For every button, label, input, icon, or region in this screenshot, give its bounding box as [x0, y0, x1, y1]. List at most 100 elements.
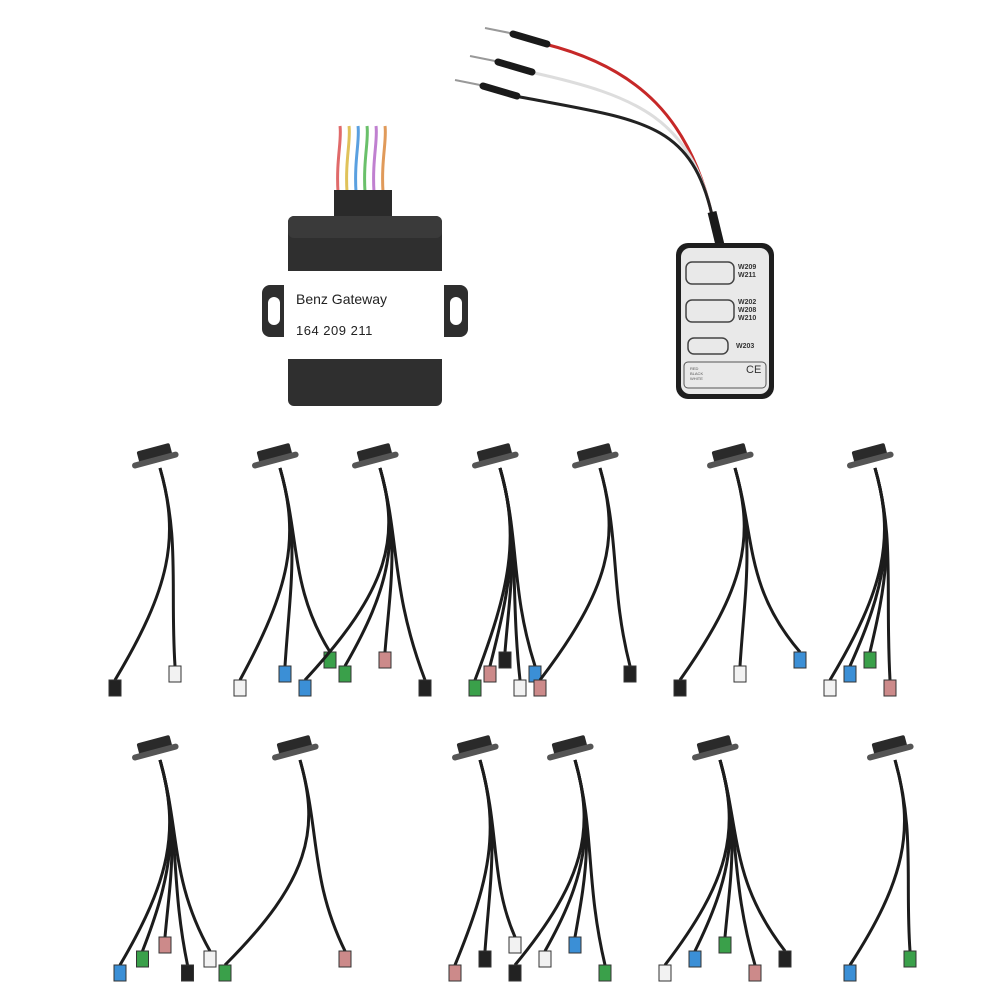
cable-connector	[181, 964, 194, 982]
probe-handle	[479, 82, 521, 100]
cable-connector	[538, 950, 552, 968]
cable-connector	[338, 665, 352, 683]
obd-plug-flange	[132, 451, 179, 469]
gateway-wire	[345, 125, 351, 193]
cable-wire	[718, 759, 787, 952]
obd-plug-flange	[572, 451, 619, 469]
cable-connector	[748, 964, 762, 982]
adapter-model-label: W203	[736, 343, 754, 351]
obd-plug	[696, 735, 733, 757]
cable-connector	[478, 950, 492, 968]
cable-connector	[168, 665, 182, 683]
cable-wire	[538, 467, 611, 681]
obd-plug	[711, 443, 748, 465]
probe-wire	[544, 42, 714, 216]
gateway-name: Benz Gateway	[296, 291, 388, 307]
adapter-probe-wires	[454, 27, 725, 247]
probe-wire	[514, 94, 714, 216]
obd-plug-flange	[867, 743, 914, 761]
cable-wire	[478, 759, 517, 938]
cable-connector	[136, 950, 149, 968]
cable-connector	[338, 950, 352, 968]
cable-connector	[883, 679, 897, 697]
ce-mark: CE	[746, 364, 762, 376]
obd-cable	[533, 443, 637, 697]
obd-plug-flange	[272, 743, 319, 761]
gateway-part-number: 164 209 211	[296, 323, 373, 338]
obd-cable	[658, 735, 792, 982]
obd-cable	[113, 735, 217, 982]
cable-wire	[303, 467, 391, 682]
cable-connector	[658, 964, 672, 982]
model-w211: W211	[738, 272, 756, 279]
cable-wire	[663, 759, 731, 966]
cable-wire	[158, 759, 212, 952]
cable-wire	[573, 759, 607, 966]
cable-wire	[298, 759, 347, 952]
cable-wire	[378, 467, 427, 681]
gateway-wire	[363, 125, 369, 193]
obd-plug-flange	[547, 743, 594, 761]
obd-plug	[851, 443, 888, 465]
gateway-wire	[354, 125, 360, 193]
cable-connector	[623, 665, 637, 683]
cable-connector	[483, 665, 497, 683]
cable-wire	[343, 467, 392, 667]
obd-plug	[136, 735, 173, 757]
cable-connector	[568, 936, 582, 954]
cable-connector	[498, 651, 512, 669]
adapter-model-label: W209 W211	[738, 264, 756, 280]
cable-connector	[418, 679, 432, 697]
cable-connector	[113, 964, 127, 982]
cable-connector	[298, 679, 312, 697]
cable-connector	[718, 936, 732, 954]
model-w202: W202	[738, 299, 757, 306]
obd-plug	[456, 735, 493, 757]
legend-black: BLACK	[690, 371, 704, 376]
cable-wire	[598, 467, 632, 667]
cable-wire	[513, 759, 586, 966]
cable-connector	[688, 950, 702, 968]
cable-connector	[513, 679, 527, 697]
cable-connector	[863, 651, 877, 669]
cable-connector	[508, 936, 522, 954]
adapter-model-label: W202 W208 W210	[738, 299, 756, 323]
obd-plug	[476, 443, 513, 465]
cable-connector	[378, 651, 392, 669]
obd-plug-flange	[847, 451, 894, 469]
obd-cable	[508, 735, 612, 982]
cable-wire	[893, 759, 912, 952]
obd-cable	[298, 443, 432, 697]
obd-cable	[108, 443, 182, 697]
gateway-label: Benz Gateway 164 209 211	[284, 271, 444, 359]
cable-connector	[903, 950, 917, 968]
obd-plug-flange	[692, 743, 739, 761]
obd-plug-flange	[452, 743, 499, 761]
obd-cable	[468, 443, 542, 697]
probe-handle	[509, 30, 551, 48]
obd-plug	[551, 735, 588, 757]
cable-connector	[233, 679, 247, 697]
obd-cable	[448, 735, 522, 982]
obd-plug-flange	[707, 451, 754, 469]
cable-connector	[448, 964, 462, 982]
obd-plug	[871, 735, 908, 757]
cable-connector	[533, 679, 547, 697]
obd-plug-flange	[352, 451, 399, 469]
gateway-wire	[381, 125, 387, 193]
cable-connector	[203, 950, 217, 968]
cable-connector	[733, 665, 747, 683]
cable-connector	[843, 665, 857, 683]
model-w208: W208	[738, 307, 757, 314]
cable-wire	[848, 759, 907, 966]
cable-connector	[158, 936, 172, 954]
cable-wire	[278, 467, 332, 653]
cable-connector	[108, 679, 122, 697]
cable-wire	[118, 759, 172, 966]
adapter-module	[676, 243, 774, 399]
cable-connector	[218, 964, 232, 982]
gateway-wire	[372, 125, 378, 193]
obd-plug	[576, 443, 613, 465]
